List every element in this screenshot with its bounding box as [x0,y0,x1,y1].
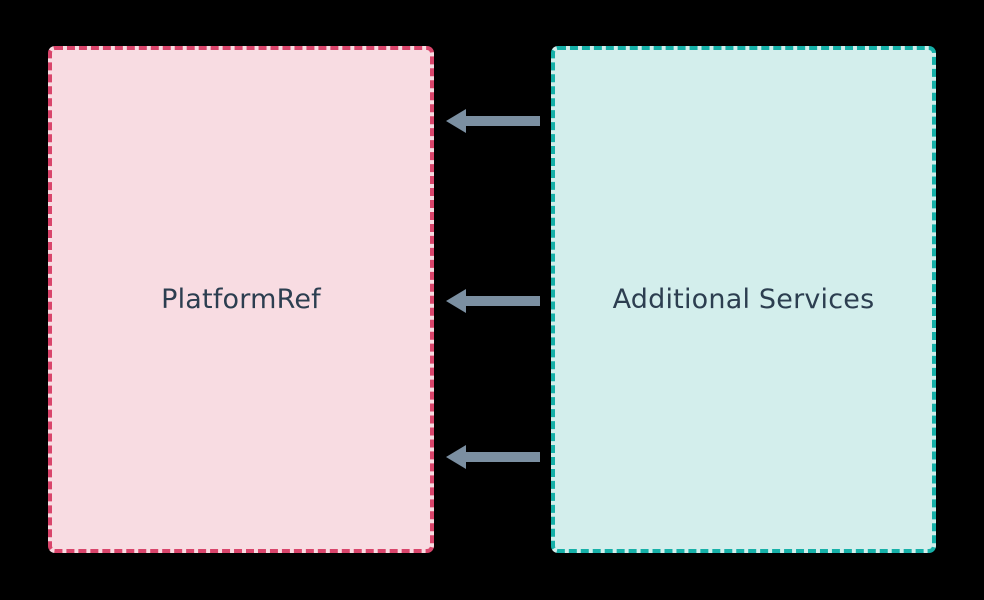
edge-arrow-services-to-platformref-3[interactable] [440,440,544,474]
node-label-platformref: PlatformRef [161,284,321,315]
arrow-left-icon [446,289,540,313]
node-label-additional-services: Additional Services [612,284,875,315]
arrow-left-icon [446,109,540,133]
diagram-node-additional-services[interactable]: Additional Services [551,46,936,553]
edge-arrow-services-to-platformref-1[interactable] [440,104,544,138]
arrow-left-icon [446,445,540,469]
edge-arrow-services-to-platformref-2[interactable] [440,284,544,318]
diagram-node-platformref[interactable]: PlatformRef [48,46,434,553]
